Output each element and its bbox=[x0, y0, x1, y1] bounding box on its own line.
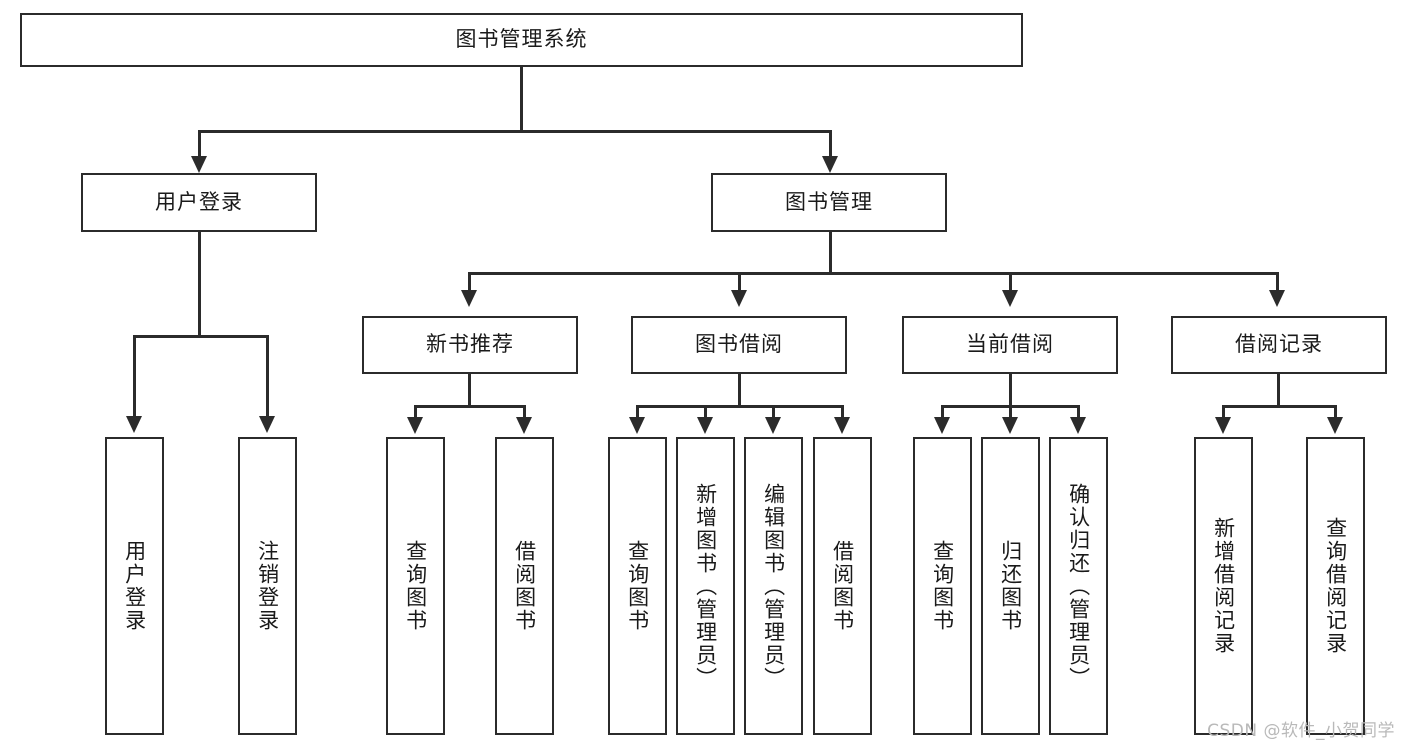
connector-bb-leaf-2 bbox=[704, 405, 707, 419]
arrowhead-cb-leaf-1 bbox=[934, 417, 950, 434]
arrowhead-bb-leaf-2 bbox=[697, 417, 713, 434]
connector-nbr-stem bbox=[468, 374, 471, 407]
arrowhead-leaf-logout bbox=[259, 416, 275, 433]
connector-user-login-leaf-2 bbox=[266, 335, 269, 418]
node-label: 查询图书 bbox=[625, 540, 650, 632]
arrowhead-nbr-leaf-1 bbox=[407, 417, 423, 434]
node-label: 新增图书（管理员） bbox=[693, 482, 718, 690]
node-label: 注销登录 bbox=[255, 540, 280, 632]
arrowhead-cb-leaf-2 bbox=[1002, 417, 1018, 434]
node-new-book-recommend[interactable]: 新书推荐 bbox=[362, 316, 578, 374]
connector-user-login-leaf-1 bbox=[133, 335, 136, 418]
leaf-bb-edit-book-admin[interactable]: 编辑图书（管理员） bbox=[744, 437, 803, 735]
connector-cb-leaf-1 bbox=[941, 405, 944, 419]
node-label: 借阅图书 bbox=[512, 540, 537, 632]
node-label: 新书推荐 bbox=[426, 332, 514, 357]
arrowhead-current-borrow bbox=[1002, 290, 1018, 307]
node-label: 查询图书 bbox=[930, 540, 955, 632]
leaf-bb-query-book[interactable]: 查询图书 bbox=[608, 437, 667, 735]
arrowhead-borrow-record bbox=[1269, 290, 1285, 307]
connector-br-stem bbox=[1277, 374, 1280, 407]
connector-user-login-bus bbox=[133, 335, 269, 338]
node-label: 图书借阅 bbox=[695, 332, 783, 357]
leaf-logout[interactable]: 注销登录 bbox=[238, 437, 297, 735]
connector-root-to-user-login bbox=[198, 130, 201, 158]
node-current-borrow[interactable]: 当前借阅 bbox=[902, 316, 1118, 374]
connector-nbr-leaf-1 bbox=[414, 405, 417, 419]
node-label: 归还图书 bbox=[998, 540, 1023, 632]
leaf-bb-add-book-admin[interactable]: 新增图书（管理员） bbox=[676, 437, 735, 735]
node-root-book-management-system[interactable]: 图书管理系统 bbox=[20, 13, 1023, 67]
node-label: 用户登录 bbox=[155, 189, 243, 214]
connector-nbr-leaf-2 bbox=[523, 405, 526, 419]
connector-cb-leaf-2 bbox=[1009, 405, 1012, 419]
connector-bb-leaf-1 bbox=[636, 405, 639, 419]
node-label: 查询图书 bbox=[403, 540, 428, 632]
connector-bb-leaf-3 bbox=[772, 405, 775, 419]
arrowhead-br-leaf-2 bbox=[1327, 417, 1343, 434]
node-label: 图书管理 bbox=[785, 189, 873, 214]
node-label: 借阅记录 bbox=[1235, 332, 1323, 357]
connector-root-to-book-management bbox=[829, 130, 832, 158]
leaf-br-add-record[interactable]: 新增借阅记录 bbox=[1194, 437, 1253, 735]
node-user-login[interactable]: 用户登录 bbox=[81, 173, 317, 232]
leaf-cb-confirm-return-admin[interactable]: 确认归还（管理员） bbox=[1049, 437, 1108, 735]
arrowhead-book-management bbox=[822, 156, 838, 173]
arrowhead-cb-leaf-3 bbox=[1070, 417, 1086, 434]
connector-cb-leaf-3 bbox=[1077, 405, 1080, 419]
connector-br-leaf-1 bbox=[1222, 405, 1225, 419]
arrowhead-bb-leaf-3 bbox=[765, 417, 781, 434]
connector-bb-bus bbox=[636, 405, 844, 408]
node-label: 确认归还（管理员） bbox=[1066, 482, 1091, 690]
arrowhead-new-book-recommend bbox=[461, 290, 477, 307]
arrowhead-bb-leaf-4 bbox=[834, 417, 850, 434]
arrowhead-book-borrow bbox=[731, 290, 747, 307]
connector-br-leaf-2 bbox=[1334, 405, 1337, 419]
connector-bm-to-new-book bbox=[468, 272, 471, 292]
leaf-bb-borrow-book[interactable]: 借阅图书 bbox=[813, 437, 872, 735]
node-label: 用户登录 bbox=[122, 540, 147, 632]
node-label: 借阅图书 bbox=[830, 540, 855, 632]
connector-bb-leaf-4 bbox=[841, 405, 844, 419]
leaf-nbr-query-book[interactable]: 查询图书 bbox=[386, 437, 445, 735]
node-label: 编辑图书（管理员） bbox=[761, 482, 786, 690]
node-borrow-record[interactable]: 借阅记录 bbox=[1171, 316, 1387, 374]
connector-nbr-bus bbox=[414, 405, 526, 408]
leaf-nbr-borrow-book[interactable]: 借阅图书 bbox=[495, 437, 554, 735]
connector-bm-to-borrow-record bbox=[1276, 272, 1279, 292]
leaf-cb-return-book[interactable]: 归还图书 bbox=[981, 437, 1040, 735]
connector-bb-stem bbox=[738, 374, 741, 407]
node-book-management[interactable]: 图书管理 bbox=[711, 173, 947, 232]
node-label: 查询借阅记录 bbox=[1323, 517, 1348, 655]
connector-bm-to-book-borrow bbox=[738, 272, 741, 292]
connector-user-login-stem bbox=[198, 232, 201, 335]
arrowhead-user-login bbox=[191, 156, 207, 173]
connector-br-bus bbox=[1222, 405, 1337, 408]
leaf-cb-query-book[interactable]: 查询图书 bbox=[913, 437, 972, 735]
connector-book-management-stem bbox=[829, 232, 832, 273]
arrowhead-bb-leaf-1 bbox=[629, 417, 645, 434]
connector-root-stem bbox=[520, 67, 523, 130]
leaf-user-login[interactable]: 用户登录 bbox=[105, 437, 164, 735]
connector-book-management-bus bbox=[468, 272, 1279, 275]
leaf-br-query-record[interactable]: 查询借阅记录 bbox=[1306, 437, 1365, 735]
node-label: 当前借阅 bbox=[966, 332, 1054, 357]
connector-root-bus bbox=[198, 130, 832, 133]
node-book-borrow[interactable]: 图书借阅 bbox=[631, 316, 847, 374]
node-label: 新增借阅记录 bbox=[1211, 517, 1236, 655]
connector-bm-to-current-borrow bbox=[1009, 272, 1012, 292]
node-label: 图书管理系统 bbox=[455, 27, 588, 52]
arrowhead-leaf-user-login bbox=[126, 416, 142, 433]
arrowhead-br-leaf-1 bbox=[1215, 417, 1231, 434]
arrowhead-nbr-leaf-2 bbox=[516, 417, 532, 434]
connector-cb-stem bbox=[1009, 374, 1012, 407]
